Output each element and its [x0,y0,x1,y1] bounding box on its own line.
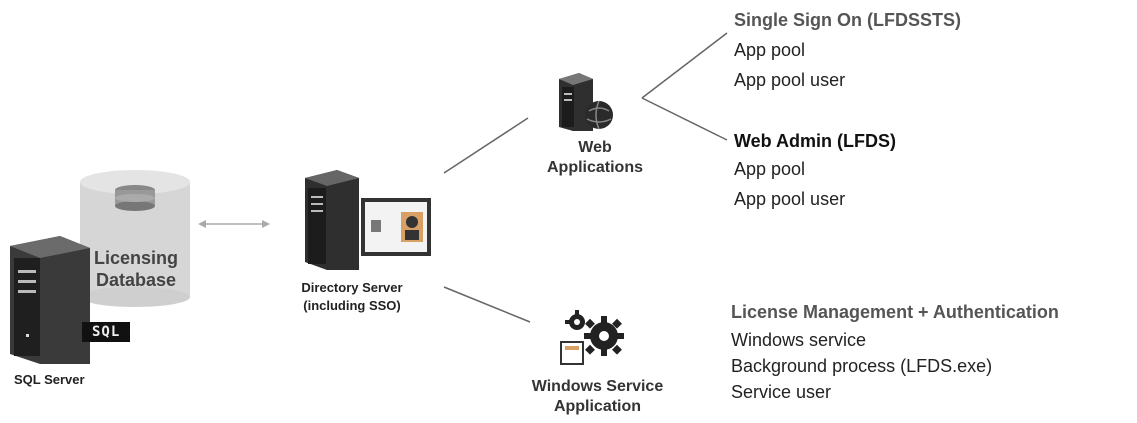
directory-server-label-line1: Directory Server [301,280,403,295]
arrowhead-left [198,220,206,228]
license-info-block: License Management + Authentication Wind… [731,302,1131,405]
directory-server-label-line2: (including SSO) [303,298,401,313]
sso-line1: App pool [734,40,806,60]
windows-service-label: Windows Service Application [510,377,685,417]
windows-service-label-line2: Application [553,398,642,415]
database-label-line1: Licensing [93,248,178,268]
sql-badge: SQL [82,322,131,342]
web-admin-heading: Web Admin (LFDS) [734,131,896,151]
arrowhead-right [262,220,270,228]
windows-service-label-line1: Windows Service [531,378,664,395]
sql-server-icon [10,236,90,364]
licensing-database [75,168,195,308]
sql-server-label: SQL Server [14,372,85,387]
connector-web-admin [641,97,728,141]
web-admin-line1: App pool [734,159,806,179]
sso-line2: App pool user [734,70,846,90]
database-label: Licensing Database [78,247,194,291]
directory-server-label: Directory Server (including SSO) [282,279,422,315]
web-admin-line2: App pool user [734,189,846,209]
directory-server-icon [305,170,435,270]
web-applications-label: Web Applications [520,138,670,178]
web-server-globe-icon [557,73,627,133]
web-applications-label-line2: Applications [546,159,643,176]
web-applications-label-line1: Web [578,139,612,156]
license-heading: License Management + Authentication [731,302,1059,322]
connector-directory-service [443,286,531,323]
license-line1: Windows service [731,330,867,350]
sso-heading: Single Sign On (LFDSSTS) [734,10,961,30]
web-admin-info-block: Web Admin (LFDS) App pool App pool user [734,131,1034,212]
connector-web-sso [641,32,728,99]
license-line2: Background process (LFDS.exe) [731,356,993,376]
gears-icon [557,310,627,370]
connector-directory-web [443,117,529,174]
database-cylinder-icon [80,170,190,307]
license-line3: Service user [731,382,832,402]
sso-info-block: Single Sign On (LFDSSTS) App pool App po… [734,10,1034,93]
database-label-line2: Database [95,270,177,290]
